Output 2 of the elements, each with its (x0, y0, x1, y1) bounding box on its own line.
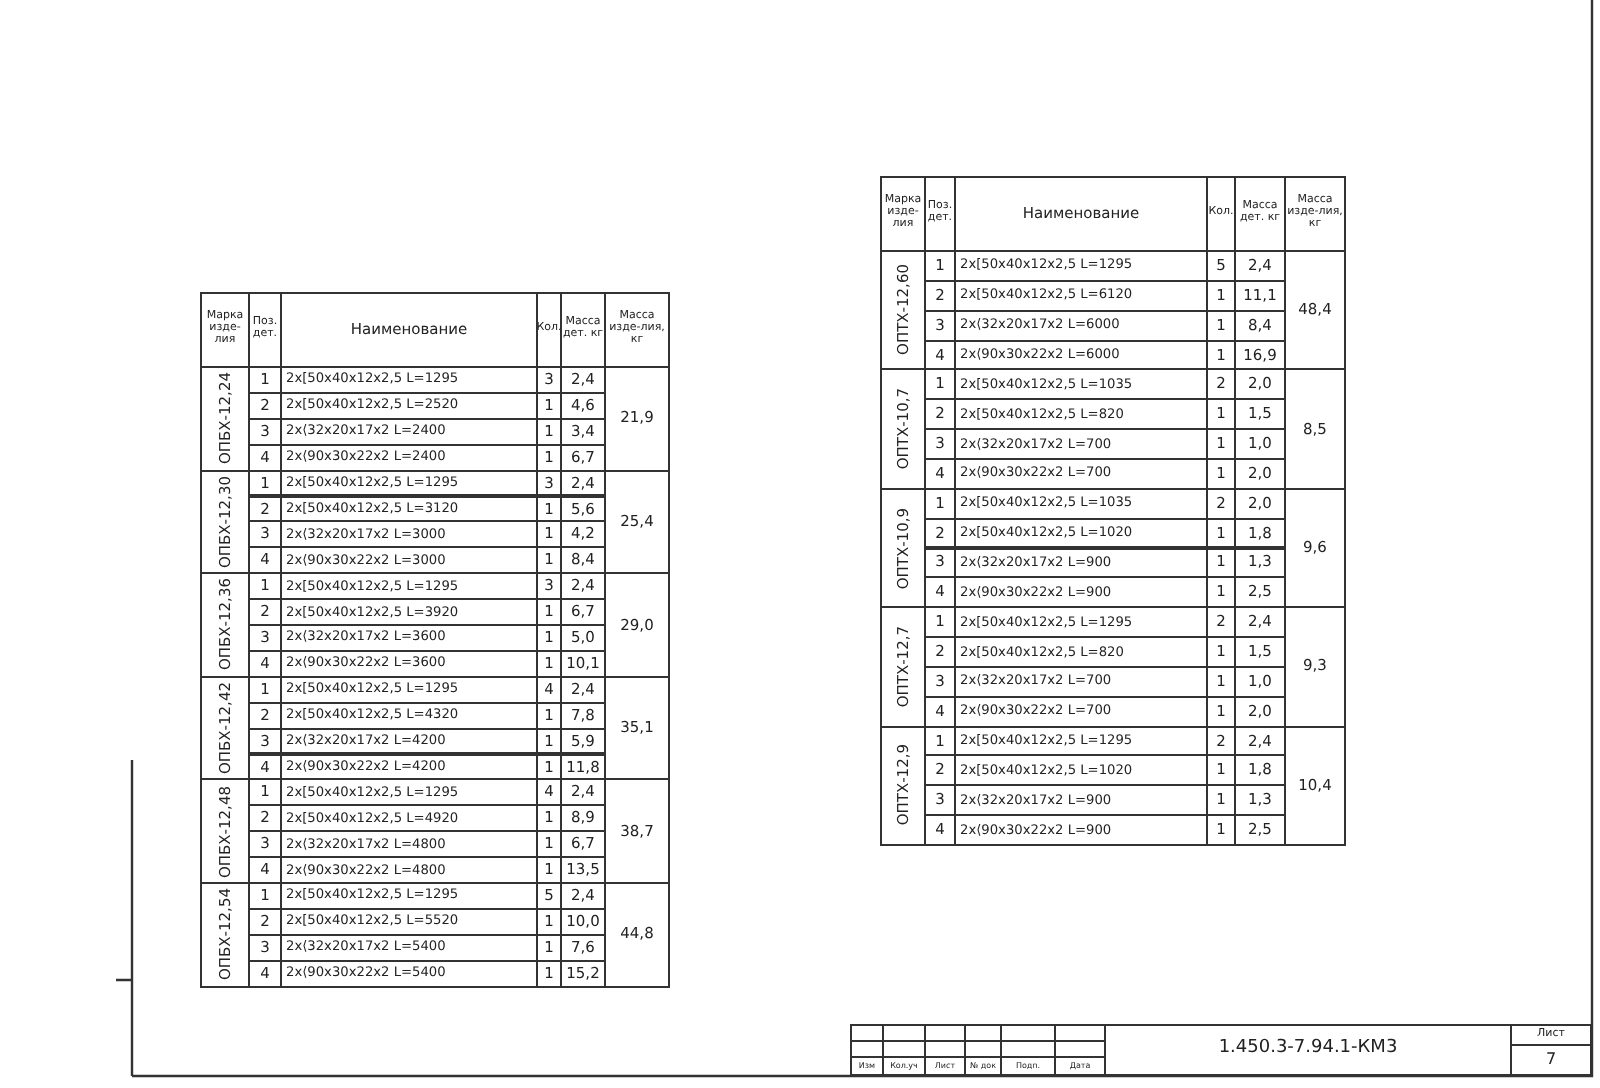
sheet-number: 7 (1510, 1044, 1592, 1076)
drawing-number: 1.450.3-7.94.1-КМ3 (1104, 1024, 1512, 1076)
